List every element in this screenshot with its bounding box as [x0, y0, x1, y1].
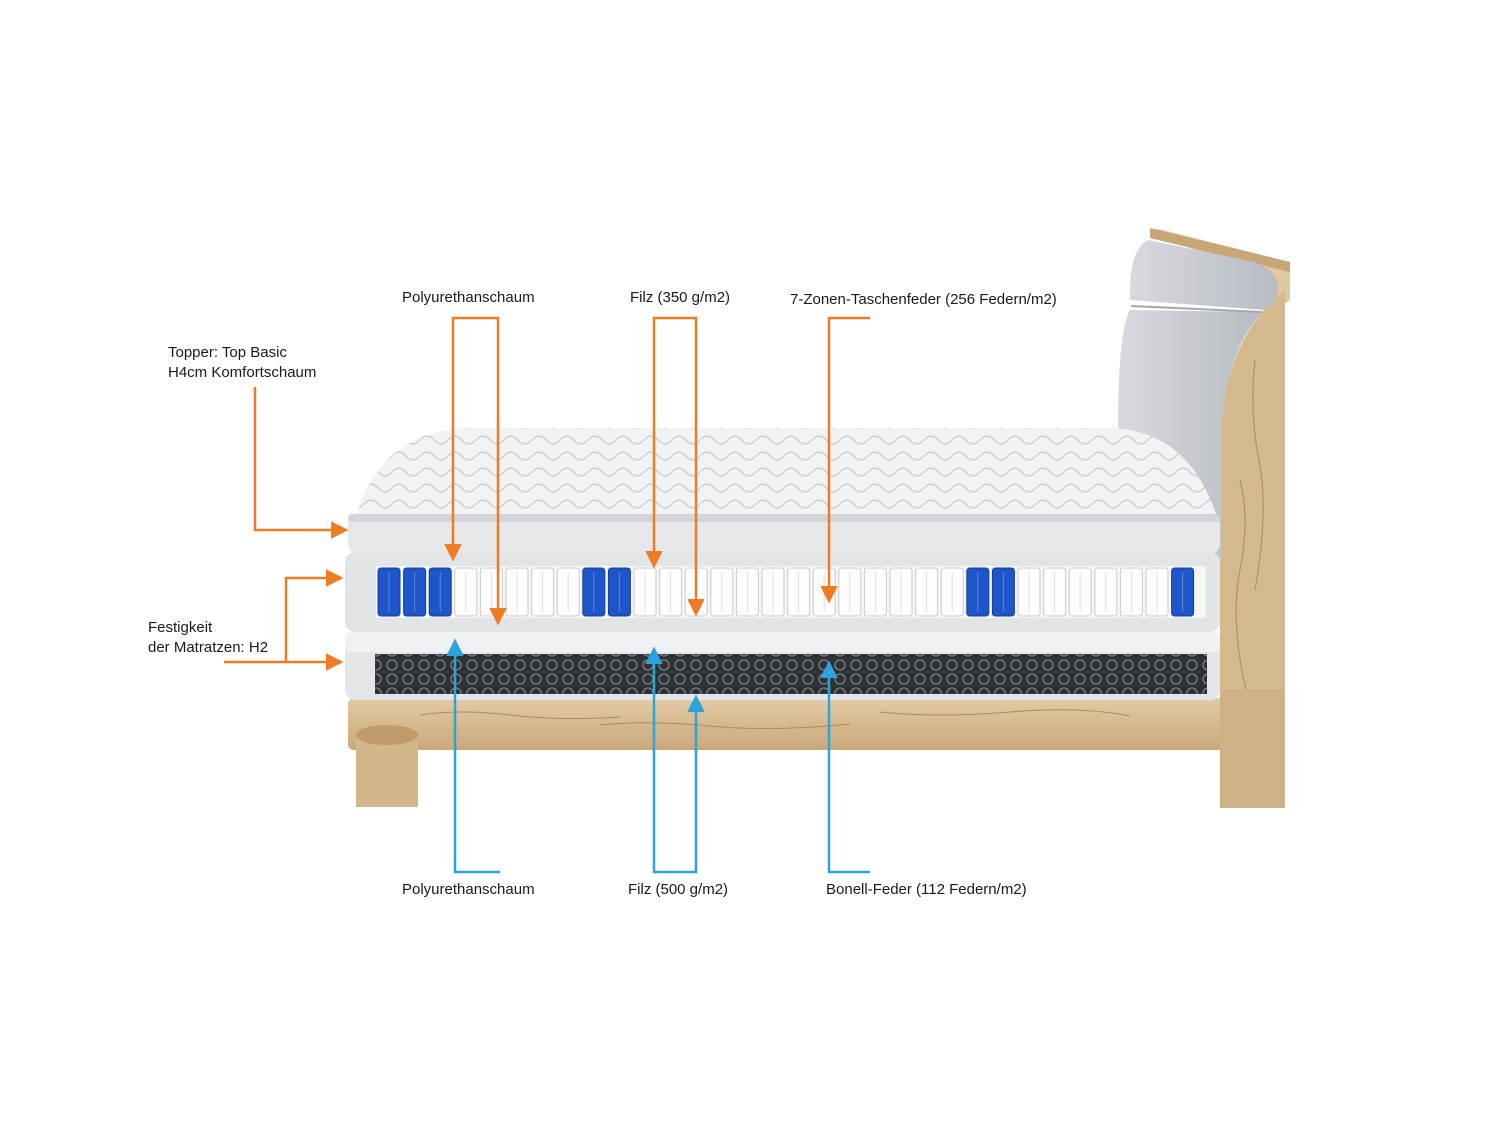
callout-taschenfeder [820, 316, 870, 604]
label-bottom-bonell: Bonell-Feder (112 Federn/m2) [826, 881, 1027, 898]
callout-bottom-filz [645, 646, 705, 874]
label-festigkeit-line1: Festigkeit [148, 619, 213, 636]
callout-topper [253, 387, 349, 539]
topper [348, 428, 1220, 554]
pocket-spring-mattress [345, 552, 1220, 632]
bottom-mattress [345, 632, 1220, 700]
callout-bonell [820, 660, 870, 874]
label-bottom-polyurethan: Polyurethanschaum [402, 881, 535, 898]
label-top-polyurethan: Polyurethanschaum [402, 289, 535, 306]
label-topper-line2: H4cm Komfortschaum [168, 364, 317, 381]
callout-bottom-polyurethan [446, 638, 500, 874]
bed-base [348, 359, 1284, 808]
label-bottom-filz: Filz (500 g/m2) [628, 881, 729, 898]
callout-top-polyurethan [444, 316, 507, 626]
headboard-frame [1150, 228, 1290, 808]
label-top-filz: Filz (350 g/m2) [630, 289, 731, 306]
label-festigkeit-line2: der Matratzen: H2 [148, 639, 269, 656]
label-festigkeit: Festigkeit der Matratzen: H2 [148, 618, 268, 658]
callout-top-filz [645, 316, 705, 617]
label-topper-line1: Topper: Top Basic [168, 344, 287, 361]
label-topper: Topper: Top Basic H4cm Komfortschaum [168, 343, 316, 383]
label-top-taschenfeder: 7-Zonen-Taschenfeder (256 Federn/m2) [790, 291, 1057, 308]
